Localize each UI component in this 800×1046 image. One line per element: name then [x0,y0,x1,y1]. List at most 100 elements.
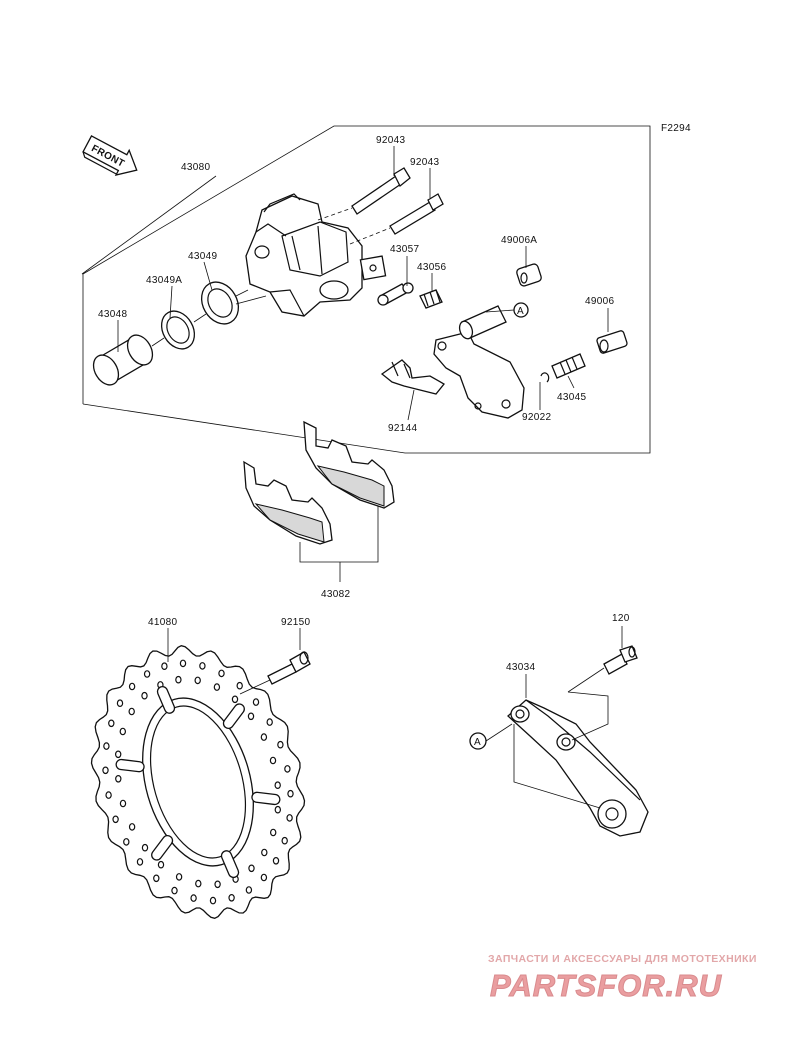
disc-hole [190,894,197,902]
disc-hole [128,823,136,831]
disc-hole [195,879,202,888]
front-arrow-icon: FRONT [82,135,138,176]
disc-hole [157,860,165,869]
watermark-subtitle: ЗАПЧАСТИ И АКСЕССУАРЫ ДЛЯ МОТОТЕХНИКИ [488,953,757,965]
label-rubber-boot-a: 49006A [501,235,537,246]
disc-hole [209,896,217,905]
label-bolt-lower: 92043 [410,157,439,168]
label-piston: 43048 [98,309,127,320]
disc-hole [114,750,122,759]
disc-hole [116,699,124,708]
disc-hole [161,662,168,671]
disc-hole [119,727,127,736]
bleeder-valve [419,289,443,309]
disc-hole [252,698,260,706]
piston [92,334,154,386]
disc-slot [220,850,240,879]
disc-hole [260,733,268,741]
leader-lines [81,146,623,809]
disc-hole [287,789,294,798]
caliper-assembly-frame [82,125,651,454]
slide-pin [551,353,586,379]
piston-seal [160,310,196,350]
label-circlip: 92022 [522,412,551,423]
disc-hole [119,799,127,808]
torque-link-bracket [507,699,649,837]
disc-hole [228,893,235,902]
label-disc: 41080 [148,617,177,628]
disc-hole [171,886,178,895]
disc-slot [115,758,145,773]
label-rubber-boot: 49006 [585,296,614,307]
disc-hole [153,874,160,883]
dust-seal [200,281,240,325]
caliper-bolt-lower [389,193,444,235]
brake-disc [90,645,306,919]
disc-hole [272,856,280,865]
disc-slot [251,791,281,806]
rubber-boot-a [516,263,542,287]
disc-hole [105,791,112,799]
disc-hole [274,805,281,814]
disc-hole [236,681,243,690]
disc-hole [102,766,109,775]
pad-pin [377,282,414,306]
label-pad-set: 43082 [321,589,350,600]
disc-bolt [267,651,311,685]
disc-hole [261,848,268,857]
disc-hole [194,676,201,685]
label-disc-bolt: 92150 [281,617,310,628]
label-bracket: 43034 [506,662,535,673]
caliper-body [245,193,387,317]
disc-hole [112,815,119,824]
label-bracket-bolt: 120 [612,613,630,624]
disc-hole [245,886,253,894]
disc-hole [115,774,122,783]
disc-slot [222,703,245,730]
disc-hole [143,670,151,678]
label-dust-seal: 43049 [188,251,217,262]
disc-hole [175,873,183,881]
pad-spring [380,359,445,395]
disc-hole [179,659,187,668]
disc-hole [231,695,239,704]
disc-hole [260,873,268,882]
label-bleeder: 43056 [417,262,446,273]
caliper-bracket-holder [433,305,525,419]
disc-hole [274,781,281,790]
disc-hole [277,740,284,749]
label-slide-pin: 43045 [557,392,586,403]
brake-pad-rear [303,420,395,509]
disc-hole [284,765,291,773]
disc-hole [213,683,221,691]
rubber-boot [596,330,628,354]
disc-hole [286,814,293,822]
label-piston-seal: 43049A [146,275,182,286]
disc-hole [108,719,115,728]
disc-hole [270,828,277,837]
svg-text:A: A [474,737,481,748]
circlip [540,372,550,383]
label-pad-pin: 43057 [390,244,419,255]
caliper-bolt-upper [351,167,411,215]
disc-hole [128,707,135,716]
disc-hole [266,718,273,726]
label-caliper-assy: 43080 [181,162,210,173]
disc-hole [175,675,182,684]
bracket-bolt [603,645,638,675]
label-pad-spring: 92144 [388,423,417,434]
disc-hole [247,712,255,721]
figure-code: F2294 [661,123,691,134]
watermark-brand: PARTSFOR.RU [490,968,723,1003]
disc-hole [136,858,144,866]
svg-text:A: A [517,306,524,317]
ref-marker-lower: A [469,732,487,750]
brake-pad-front [243,460,333,545]
disc-hole [141,691,148,700]
disc-hole [199,662,206,670]
disc-slot [151,834,174,861]
disc-hole [141,843,149,852]
disc-hole [128,682,136,691]
disc-hole [103,742,110,750]
